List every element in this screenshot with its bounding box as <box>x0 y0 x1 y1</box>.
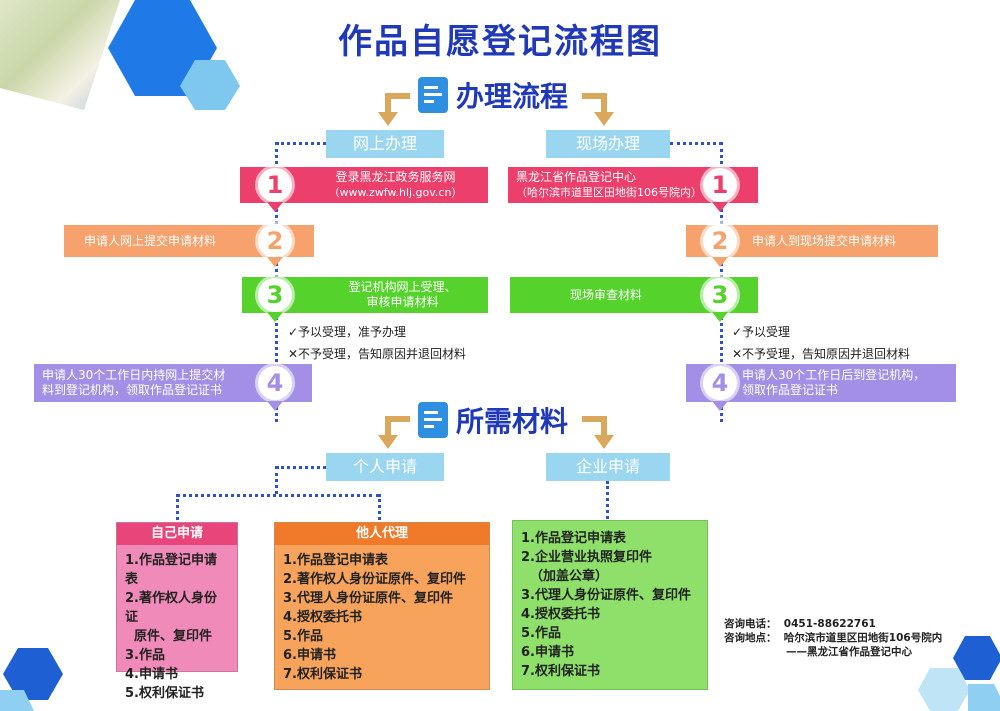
onsite-reject: ✕不予受理，告知原因并退回材料 <box>732 347 911 361</box>
onsite-step4-line1: 申请人30个工作日后到登记机构， <box>742 368 926 382</box>
pin <box>267 202 283 212</box>
pin <box>712 202 728 212</box>
process-head-label: 办理流程 <box>456 80 569 113</box>
pin <box>267 312 283 322</box>
connector <box>176 494 380 497</box>
document-icon <box>418 402 448 438</box>
onsite-step4-line2: 领取作品登记证书 <box>742 383 839 397</box>
connector <box>378 494 381 520</box>
onsite-step1-line2: （哈尔滨市道里区田地街106号院内） <box>516 186 702 199</box>
self-apply-head: 自己申请 <box>117 523 237 545</box>
tab-company: 企业申请 <box>546 453 670 481</box>
connector <box>276 142 326 145</box>
pin <box>712 257 728 267</box>
hex-decoration-bottom-left <box>0 648 63 711</box>
self-apply-box: 自己申请 1.作品登记申请表 2.著作权人身份证 原件、复印件 3.作品 4.申… <box>116 522 238 701</box>
branch-arrows-materials <box>378 416 614 449</box>
document-icon <box>418 77 448 113</box>
pin <box>712 312 728 322</box>
list-item: 6.申请书 <box>521 645 574 660</box>
list-item: 1.作品登记申请表 <box>125 553 217 587</box>
materials-head-label: 所需材料 <box>456 405 569 438</box>
list-item: 6.申请书 <box>283 648 336 663</box>
connector <box>275 466 278 494</box>
step-number: 1 <box>258 168 292 202</box>
list-item: 7.权利保证书 <box>283 667 362 682</box>
list-item: 1.作品登记申请表 <box>283 553 388 568</box>
onsite-step1-line1: 黑龙江省作品登记中心 <box>516 170 637 184</box>
tab-personal: 个人申请 <box>326 453 444 481</box>
process-section-head: 办理流程 <box>418 75 568 115</box>
onsite-step2-label: 申请人到现场提交申请材料 <box>752 233 897 248</box>
contact-phone: 咨询电话： 0451-88622761 <box>724 618 876 630</box>
list-item: （加盖公章） <box>521 569 609 584</box>
online-step3-line2: 审核申请材料 <box>366 295 439 309</box>
online-step2-label: 申请人网上提交申请材料 <box>84 233 217 248</box>
online-step4-line1: 申请人30个工作日内持网上提交材 <box>42 368 226 382</box>
pin <box>712 401 728 411</box>
step-number: 2 <box>258 224 292 258</box>
list-item: 原件、复印件 <box>125 629 213 644</box>
list-item: 2.著作权人身份证 <box>125 591 217 625</box>
online-accept: ✓予以受理，准予办理 <box>288 325 407 339</box>
onsite-step3-label: 现场审查材料 <box>570 287 643 302</box>
online-step4-line2: 料到登记机构，领取作品登记证书 <box>42 383 223 397</box>
contact-org: ——黑龙江省作品登记中心 <box>786 646 912 658</box>
contact-address: 咨询地点： 哈尔滨市道里区田地街106号院内 <box>724 632 943 644</box>
connector <box>606 481 609 519</box>
contact-info: 咨询电话： 0451-88622761 咨询地点： 哈尔滨市道里区田地街106号… <box>724 617 942 659</box>
connector <box>670 142 722 145</box>
onsite-step2: 申请人到现场提交申请材料 <box>686 225 938 257</box>
step-number: 3 <box>258 278 292 312</box>
list-item: 5.作品 <box>521 626 561 641</box>
company-apply-box: 1.作品登记申请表 2.企业营业执照复印件 （加盖公章） 3.代理人身份证原件、… <box>512 520 708 690</box>
list-item: 5.作品 <box>283 629 323 644</box>
step-number: 2 <box>703 224 737 258</box>
list-item: 4.申请书 <box>125 667 178 682</box>
list-item: 3.代理人身份证原件、复印件 <box>283 591 453 606</box>
list-item: 4.授权委托书 <box>283 610 362 625</box>
list-item: 7.权利保证书 <box>521 664 600 679</box>
step-number: 4 <box>703 366 737 400</box>
hex-decoration-bottom-right <box>918 636 1000 711</box>
tab-onsite: 现场办理 <box>546 130 670 158</box>
online-reject: ✕不予受理，告知原因并退回材料 <box>288 347 467 361</box>
branch-arrows-process <box>378 93 614 126</box>
list-item: 1.作品登记申请表 <box>521 531 626 546</box>
connector <box>276 466 326 469</box>
list-item: 4.授权委托书 <box>521 607 600 622</box>
connector <box>176 494 179 520</box>
pin <box>267 401 283 411</box>
list-item: 2.企业营业执照复印件 <box>521 550 652 565</box>
step-number: 4 <box>258 366 292 400</box>
online-step3-line1: 登记机构网上受理、 <box>348 280 457 294</box>
step-number: 3 <box>703 278 737 312</box>
page-title: 作品自愿登记流程图 <box>338 22 662 62</box>
list-item: 3.作品 <box>125 648 165 663</box>
agent-apply-box: 他人代理 1.作品登记申请表 2.著作权人身份证原件、复印件 3.代理人身份证原… <box>274 522 490 690</box>
online-step1-line1: 登录黑龙江政务服务网 <box>335 170 456 184</box>
list-item: 2.著作权人身份证原件、复印件 <box>283 572 466 587</box>
step-number: 1 <box>703 168 737 202</box>
online-step1-line2: （www.zwfw.hlj.gov.cn） <box>328 186 463 199</box>
onsite-accept: ✓予以受理 <box>732 325 791 339</box>
materials-section-head: 所需材料 <box>418 400 568 440</box>
hex-decoration-top <box>108 0 240 110</box>
list-item: 3.代理人身份证原件、复印件 <box>521 588 691 603</box>
list-item: 5.权利保证书 <box>125 686 204 701</box>
tab-online: 网上办理 <box>326 130 444 158</box>
agent-apply-head: 他人代理 <box>275 523 489 545</box>
pin <box>267 257 283 267</box>
